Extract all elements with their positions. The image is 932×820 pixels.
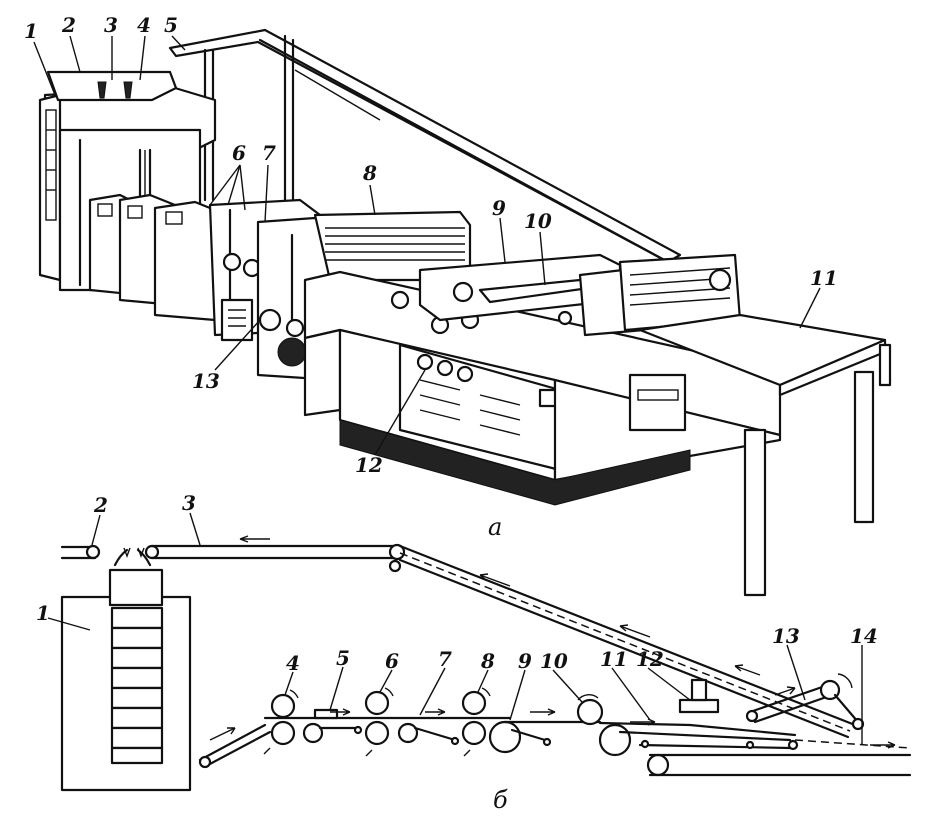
view-a-machine: 1 2 3 4 5 6 7 8 9 10 11 12 13 а [24, 13, 892, 597]
label-b-8: 8 [480, 649, 495, 673]
label-b-4: 4 [286, 651, 300, 675]
label-b-6: 6 [385, 649, 399, 673]
label-b-9: 9 [518, 649, 532, 673]
label-b-5: 5 [336, 646, 350, 670]
view-b-schematic: 2 3 1 4 5 6 7 8 9 10 11 12 13 14 б [36, 491, 912, 814]
label-a-13: 13 [192, 369, 220, 393]
return-conveyor [144, 535, 857, 739]
label-a-6: 6 [232, 141, 246, 165]
roller-pairs [263, 687, 512, 757]
label-a-8: 8 [362, 161, 377, 185]
press-block [678, 678, 720, 714]
stacking-conveyor [745, 673, 865, 731]
delivery-table [638, 313, 892, 597]
die-cutter [313, 210, 472, 282]
label-a-3: 3 [104, 13, 118, 37]
folder-gluer-frame [303, 270, 782, 506]
entry-conveyor [198, 723, 272, 769]
label-a-4: 4 [137, 13, 151, 37]
folding-rollers [488, 694, 799, 757]
input-conveyor [60, 544, 101, 560]
view-a-leaders [33, 35, 821, 456]
view-b-leaders [47, 512, 863, 745]
label-b-2: 2 [93, 493, 108, 517]
caption-b: б [493, 786, 508, 814]
label-b-14: 14 [850, 624, 878, 648]
label-a-11: 11 [810, 266, 838, 290]
label-b-1: 1 [36, 601, 50, 625]
label-a-2: 2 [61, 13, 76, 37]
label-a-10: 10 [524, 209, 552, 233]
output-conveyor [646, 739, 912, 777]
label-a-5: 5 [164, 13, 178, 37]
label-b-3: 3 [182, 491, 196, 515]
label-a-12: 12 [355, 453, 383, 477]
caption-a: а [488, 513, 502, 541]
label-b-11: 11 [600, 647, 628, 671]
label-b-13: 13 [772, 624, 800, 648]
feeder-box [60, 547, 192, 792]
label-b-7: 7 [438, 647, 452, 671]
label-a-9: 9 [492, 196, 506, 220]
label-b-12: 12 [636, 647, 664, 671]
label-b-10: 10 [540, 649, 568, 673]
label-a-1: 1 [24, 19, 38, 43]
label-a-7: 7 [262, 141, 276, 165]
